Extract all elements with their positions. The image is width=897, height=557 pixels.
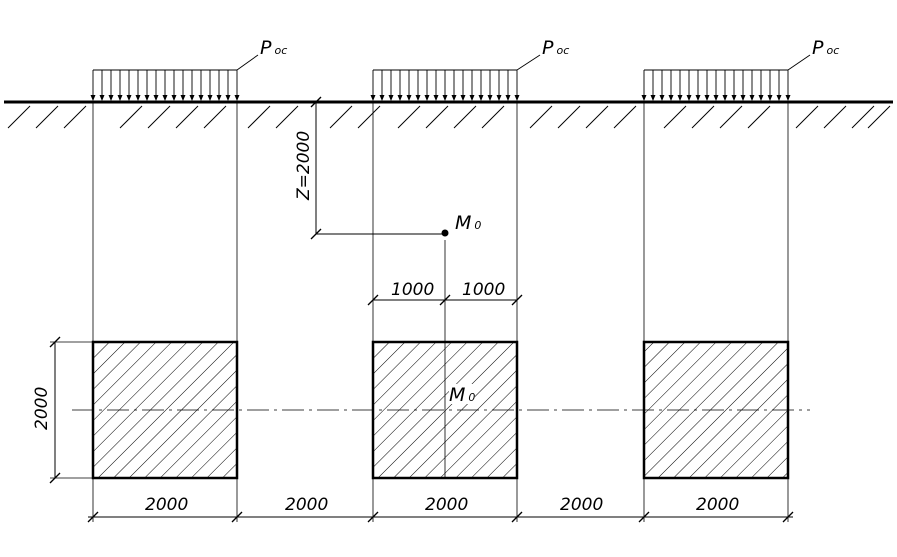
load-arrowhead — [686, 95, 692, 101]
bottom-dim-label: 2000 — [145, 495, 188, 515]
load-arrowhead — [153, 95, 159, 101]
load-arrowhead — [424, 95, 430, 101]
load-arrowhead — [469, 95, 475, 101]
load-arrowhead — [722, 95, 728, 101]
load-arrowhead — [487, 95, 493, 101]
load-arrowhead — [171, 95, 177, 101]
load-arrowhead — [388, 95, 394, 101]
load-arrowhead — [406, 95, 412, 101]
load-arrowhead — [433, 95, 439, 101]
load-arrowhead — [189, 95, 195, 101]
half-width-label-left: 1000 — [391, 280, 434, 300]
load-arrowhead — [514, 95, 520, 101]
load-arrowhead — [767, 95, 773, 101]
bottom-dimension-chain — [87, 478, 794, 523]
bottom-dim-label: 2000 — [696, 495, 739, 515]
load-arrowhead — [713, 95, 719, 101]
load-arrowhead — [126, 95, 132, 101]
load-arrowhead — [225, 95, 231, 101]
load-leader-line — [236, 54, 259, 71]
load-arrowhead — [234, 95, 240, 101]
load-arrowhead — [108, 95, 114, 101]
load-arrowhead — [379, 95, 385, 101]
load-arrowhead — [180, 95, 186, 101]
soil-hatching — [7, 105, 891, 129]
load-arrowhead — [758, 95, 764, 101]
point-m0-marker — [441, 229, 449, 237]
ground — [4, 100, 893, 129]
load-leader-line — [787, 54, 811, 71]
half-width-label-right: 1000 — [462, 280, 505, 300]
load-arrowhead — [505, 95, 511, 101]
load-arrowhead — [198, 95, 204, 101]
bottom-dim-label: 2000 — [425, 495, 468, 515]
load-arrowhead — [162, 95, 168, 101]
load-arrowhead — [668, 95, 674, 101]
plan-height-dimension — [49, 336, 93, 484]
load-arrowhead — [659, 95, 665, 101]
load-arrowhead — [144, 95, 150, 101]
load-arrowhead — [695, 95, 701, 101]
bottom-dim-label: 2000 — [560, 495, 603, 515]
load-arrowhead — [415, 95, 421, 101]
projection-lines — [92, 102, 789, 342]
load-arrowhead — [90, 95, 96, 101]
load-arrowhead — [460, 95, 466, 101]
load-arrowhead — [397, 95, 403, 101]
load-arrowhead — [785, 95, 791, 101]
plan-label-bg — [449, 384, 475, 404]
load-arrowhead — [99, 95, 105, 101]
load-arrowhead — [442, 95, 448, 101]
load-arrowhead — [216, 95, 222, 101]
load-arrowhead — [478, 95, 484, 101]
load-arrowhead — [135, 95, 141, 101]
load-arrowhead — [776, 95, 782, 101]
load-arrowhead — [496, 95, 502, 101]
load-arrowhead — [749, 95, 755, 101]
load-arrowhead — [117, 95, 123, 101]
load-arrowhead — [704, 95, 710, 101]
load-arrowhead — [677, 95, 683, 101]
load-arrowhead — [207, 95, 213, 101]
depth-dimension: Z=2000 — [294, 96, 445, 240]
load-arrowhead — [740, 95, 746, 101]
load-arrowhead — [370, 95, 376, 101]
load-arrowhead — [641, 95, 647, 101]
load-arrowhead — [451, 95, 457, 101]
plan-height-label: 2000 — [32, 387, 52, 430]
bottom-dim-label: 2000 — [285, 495, 328, 515]
load-arrowhead — [650, 95, 656, 101]
depth-label: Z=2000 — [294, 131, 314, 201]
load-leader-line — [516, 54, 541, 71]
load-arrowhead — [731, 95, 737, 101]
